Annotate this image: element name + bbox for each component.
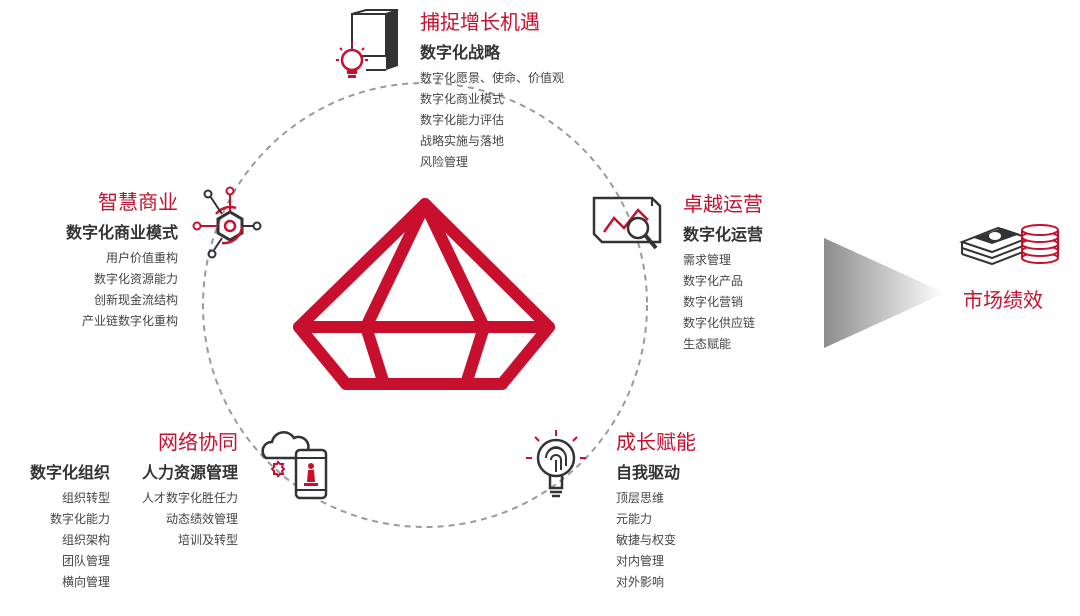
section-right-title: 卓越运营: [683, 192, 763, 216]
list-item: 用户价值重构: [105, 251, 178, 265]
list-item: 创新现金流结构: [93, 293, 178, 307]
section-right-subtitle: 数字化运营: [683, 225, 764, 244]
network-hexagon-icon: [192, 186, 262, 259]
list-item: 人才数字化胜任力: [141, 491, 238, 505]
section-bottom-right-title: 成长赋能: [616, 430, 696, 454]
section-left-subtitle: 数字化商业模式: [65, 223, 178, 242]
list-item: 战略实施与落地: [420, 134, 505, 148]
list-item: 生态赋能: [683, 337, 732, 351]
list-item: 敏捷与权变: [616, 533, 677, 547]
section-right: 卓越运营 数字化运营 需求管理 数字化产品 数字化营销 数字化供应链 生态赋能: [683, 192, 763, 355]
list-item: 数字化产品: [683, 274, 744, 288]
section-bottom-left-subtitle-a: 数字化组织: [29, 463, 110, 482]
list-item: 数字化能力: [49, 512, 110, 526]
section-top: 捕捉增长机遇 数字化战略 数字化愿景、使命、价值观 数字化商业模式 数字化能力评…: [420, 10, 564, 173]
dashed-ring: [202, 82, 648, 528]
section-bottom-right-subtitle: 自我驱动: [616, 463, 681, 482]
section-top-subtitle: 数字化战略: [420, 43, 501, 62]
money-coins-icon: [959, 224, 1059, 266]
list-item: 产业链数字化重构: [81, 314, 178, 328]
list-item: 需求管理: [683, 253, 732, 267]
gradient-arrow: [824, 238, 945, 348]
list-item: 顶层思维: [616, 491, 665, 505]
section-left: 智慧商业 数字化商业模式 用户价值重构 数字化资源能力 创新现金流结构 产业链数…: [66, 190, 178, 332]
list-item: 数字化营销: [683, 295, 744, 309]
list-item: 组织转型: [61, 491, 110, 505]
diamond-icon: [293, 198, 555, 390]
list-item: 组织架构: [61, 533, 110, 547]
list-item: 对内管理: [616, 554, 665, 568]
chart-magnifier-icon: [592, 196, 662, 250]
section-top-title: 捕捉增长机遇: [420, 10, 540, 34]
section-bottom-left-title: 网络协同: [158, 430, 238, 454]
list-item: 动态绩效管理: [165, 512, 238, 526]
list-item: 对外影响: [616, 575, 665, 589]
list-item: 横向管理: [61, 575, 110, 589]
list-item: 风险管理: [420, 155, 469, 169]
result-label: 市场绩效: [963, 288, 1043, 312]
list-item: 数字化供应链: [683, 316, 756, 330]
result-block: 市场绩效: [963, 288, 1043, 312]
list-item: 数字化能力评估: [420, 113, 505, 127]
list-item: 培训及转型: [177, 533, 238, 547]
section-bottom-left-col-b: 人力资源管理 人才数字化胜任力 动态绩效管理 培训及转型: [142, 462, 238, 551]
section-bottom-left-subtitle-b: 人力资源管理: [141, 463, 238, 482]
lightbulb-book-icon: [336, 9, 399, 78]
cloud-phone-chess-icon: [261, 431, 328, 500]
section-bottom-left-col-a: 数字化组织 组织转型 数字化能力 组织架构 团队管理 横向管理: [30, 462, 110, 593]
list-item: 数字化资源能力: [93, 272, 178, 286]
section-bottom-right: 成长赋能 自我驱动 顶层思维 元能力 敏捷与权变 对内管理 对外影响: [616, 430, 696, 593]
section-bottom-left-title-wrap: 网络协同: [158, 430, 238, 454]
list-item: 数字化愿景、使命、价值观: [420, 71, 565, 85]
section-left-title: 智慧商业: [98, 190, 178, 214]
list-item: 数字化商业模式: [420, 92, 505, 106]
list-item: 元能力: [616, 512, 653, 526]
list-item: 团队管理: [61, 554, 110, 568]
fingerprint-bulb-icon: [526, 430, 586, 498]
